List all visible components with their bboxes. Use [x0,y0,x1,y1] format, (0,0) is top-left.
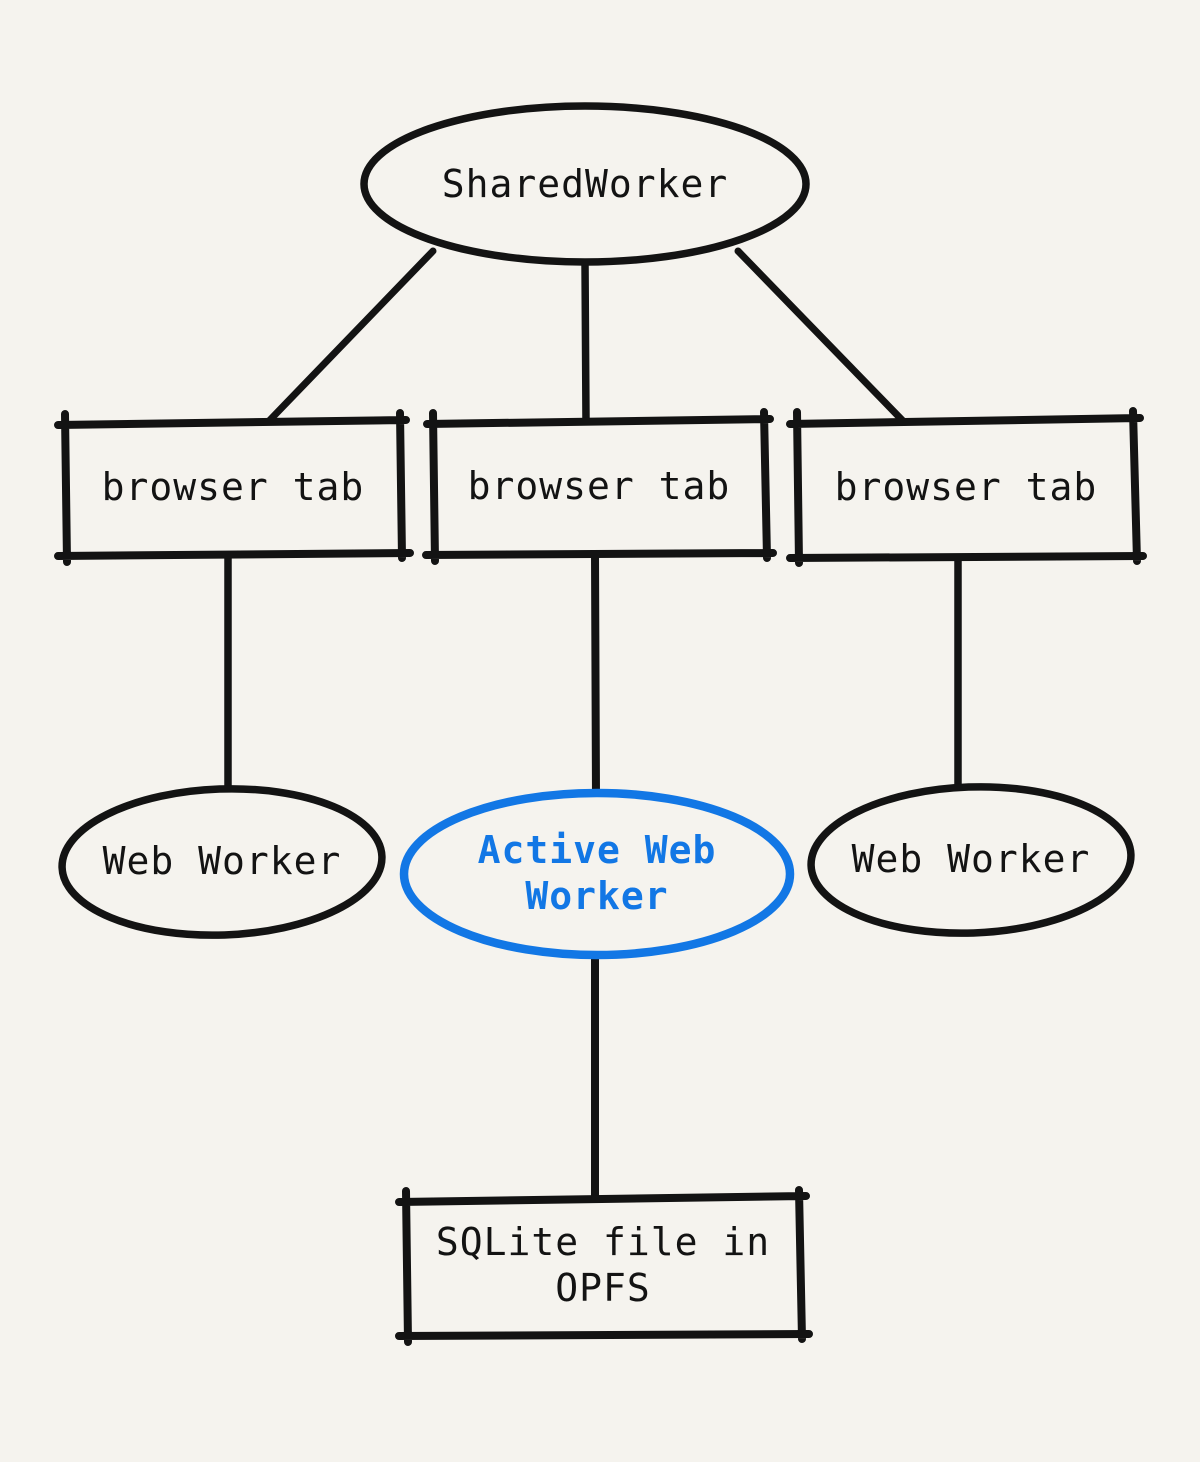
active-web-worker-label: Active Web Worker [477,828,717,918]
shared-worker-ellipse [360,102,810,266]
browser-tab-middle-rect [422,408,777,565]
browser-tab-middle-label: browser tab [467,463,731,508]
shared-worker-label: SharedWorker [441,162,729,207]
edge-sharedworker-to-tab-left [264,247,437,426]
web-worker-right-ellipse [807,783,1135,937]
edge-sharedworker-to-tab-middle [581,258,590,424]
edge-sharedworker-to-tab-right [734,247,908,426]
web-worker-right-label: Web Worker [851,837,1091,882]
browser-tab-right-rect [786,407,1147,567]
web-worker-left-label: Web Worker [102,839,342,884]
browser-tab-left-label: browser tab [101,464,365,509]
browser-tab-left-rect [54,409,414,566]
edges-group [224,247,962,1204]
web-worker-left-ellipse [58,785,386,939]
sqlite-file-rect [395,1186,813,1346]
edge-tab-middle-to-active-worker [591,551,600,802]
browser-tab-right-label: browser tab [834,464,1098,509]
active-web-worker-ellipse [399,788,795,960]
sqlite-file-label: SQLite file in OPFS [435,1220,771,1310]
